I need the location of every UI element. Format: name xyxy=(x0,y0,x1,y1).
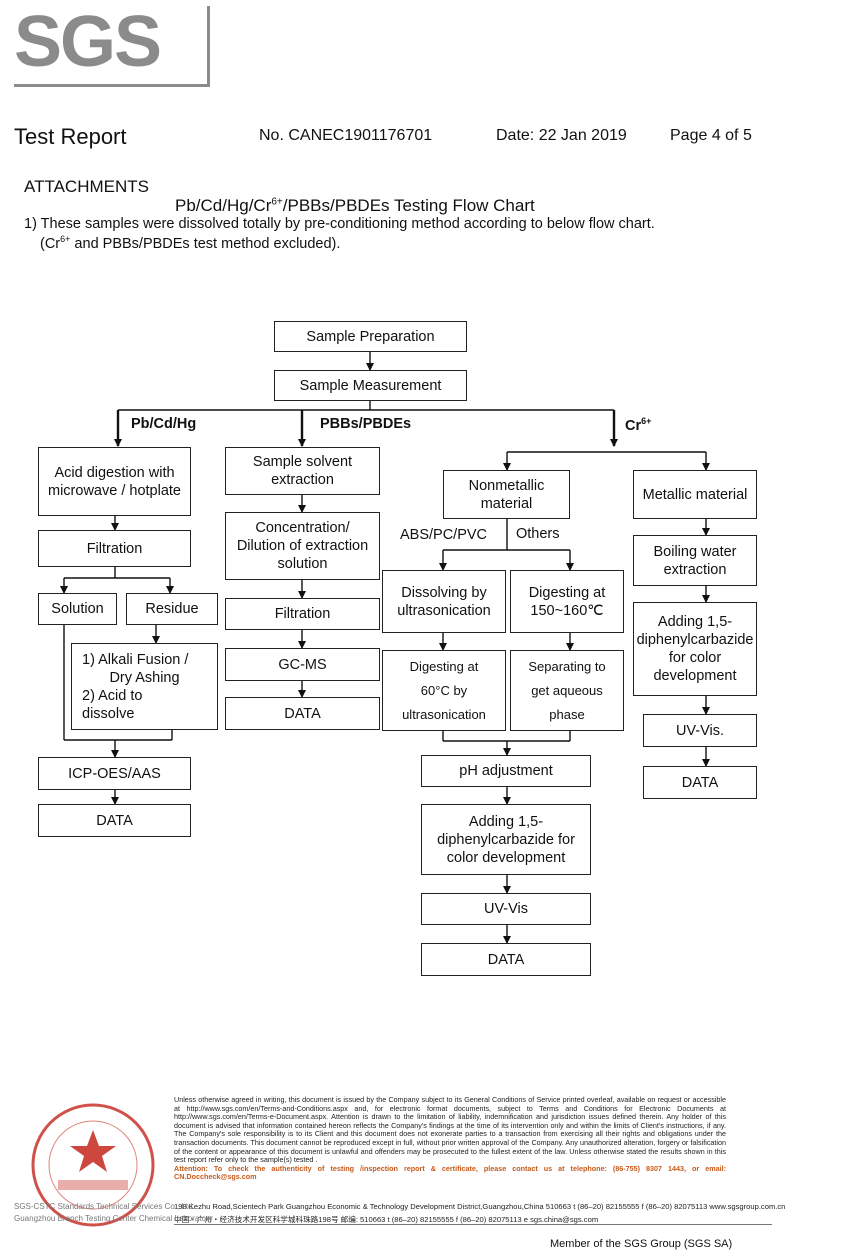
acid-digestion-box: Acid digestion with microwave / hotplate xyxy=(38,447,191,516)
note-line-1: 1) These samples were dissolved totally … xyxy=(24,216,655,232)
note-part: (Cr xyxy=(40,235,61,252)
report-number: No. CANEC1901176701 xyxy=(259,127,433,144)
solution-box: Solution xyxy=(38,593,117,625)
footer-disclaimer: Unless otherwise agreed in writing, this… xyxy=(174,1095,726,1182)
sample-measurement-box: Sample Measurement xyxy=(274,370,467,401)
concentration-box: Concentration/ Dilution of extraction so… xyxy=(225,512,380,580)
digesting-60-line: 60°C by xyxy=(420,682,468,698)
data-left-box: DATA xyxy=(38,804,191,837)
others-label: Others xyxy=(516,526,560,542)
data-right-box: DATA xyxy=(643,766,757,799)
logo-underline xyxy=(14,84,207,87)
alkali-line: 2) Acid to xyxy=(82,687,143,704)
solvent-extraction-box: Sample solvent extraction xyxy=(225,447,380,495)
logo-text: SGS xyxy=(14,2,162,82)
alkali-line: Dry Ashing xyxy=(109,669,180,686)
separating-line: Separating to xyxy=(528,658,606,674)
adding-right-box: Adding 1,5-diphenylcarbazide for color d… xyxy=(633,602,757,696)
dissolving-box: Dissolving by ultrasonication xyxy=(382,570,506,633)
note-line-2: (Cr6+ and PBBs/PBDEs test method exclude… xyxy=(40,234,340,252)
branch-label-cr: Cr6+ xyxy=(625,416,651,434)
flow-chart-title: Pb/Cd/Hg/Cr6+/PBBs/PBDEs Testing Flow Ch… xyxy=(175,196,535,216)
adding-center-box: Adding 1,5-diphenylcarbazide for color d… xyxy=(421,804,591,875)
address-english: 198 Kezhu Road,Scientech Park Guangzhou … xyxy=(174,1202,786,1211)
separating-line: phase xyxy=(549,706,585,722)
member-statement: Member of the SGS Group (SGS SA) xyxy=(550,1238,733,1250)
attention-text: Attention: To check the authenticity of … xyxy=(174,1163,726,1182)
data-mid-box: DATA xyxy=(225,697,380,730)
page-indicator: Page 4 of 5 xyxy=(670,127,752,144)
note-part: and PBBs/PBDEs test method excluded). xyxy=(70,235,341,252)
attachments-heading: ATTACHMENTS xyxy=(24,177,149,196)
disclaimer-text: Unless otherwise agreed in writing, this… xyxy=(174,1095,726,1165)
nonmetallic-box: Nonmetallic material xyxy=(443,470,570,519)
footer-divider xyxy=(174,1224,772,1225)
sgs-logo: SGS xyxy=(14,2,214,87)
report-date: Date: 22 Jan 2019 xyxy=(496,127,627,144)
title-sup: 6+ xyxy=(271,196,283,208)
cr-sup: 6+ xyxy=(641,416,652,426)
lab-name-line1: SGS-CSTC Standards Technical Services Co… xyxy=(14,1202,195,1211)
cr-text: Cr xyxy=(625,417,642,434)
alkali-line: dissolve xyxy=(82,705,135,722)
uv-vis-center-box: UV-Vis xyxy=(421,893,591,925)
company-seal xyxy=(31,1103,155,1227)
icp-oes-aas-box: ICP-OES/AAS xyxy=(38,757,191,790)
digesting-150-box: Digesting at 150~160℃ xyxy=(510,570,624,633)
abs-pc-pvc-label: ABS/PC/PVC xyxy=(400,527,488,543)
address-chinese: 中国・广州・经济技术开发区科学城科珠路198号 邮编: 510663 t (86… xyxy=(174,1215,599,1224)
title-part: Pb/Cd/Hg/Cr xyxy=(175,196,272,215)
boiling-water-box: Boiling water extraction xyxy=(633,535,757,586)
uv-vis-right-box: UV-Vis. xyxy=(643,714,757,747)
alkali-fusion-box: 1) Alkali Fusion / Dry Ashing 2) Acid to… xyxy=(71,643,218,730)
alkali-line: 1) Alkali Fusion / xyxy=(82,651,189,668)
title-part: /PBBs/PBDEs Testing Flow Chart xyxy=(282,196,535,215)
filtration-left-box: Filtration xyxy=(38,530,191,567)
residue-box: Residue xyxy=(126,593,218,625)
digesting-60-line: Digesting at xyxy=(409,658,479,674)
data-center-box: DATA xyxy=(421,943,591,976)
gc-ms-box: GC-MS xyxy=(225,648,380,681)
digesting-60-line: ultrasonication xyxy=(402,706,486,722)
ph-adjustment-box: pH adjustment xyxy=(421,755,591,787)
lab-name-line2: Guangzhou Branch Testing Center Chemical… xyxy=(14,1214,213,1223)
sample-preparation-box: Sample Preparation xyxy=(274,321,467,352)
report-title: Test Report xyxy=(14,124,127,149)
branch-label-pbcdhg: Pb/Cd/Hg xyxy=(131,416,197,432)
metallic-box: Metallic material xyxy=(633,470,757,519)
digesting-60-box: Digesting at 60°C by ultrasonication xyxy=(382,650,506,731)
filtration-mid-box: Filtration xyxy=(225,598,380,630)
logo-vertical-rule xyxy=(207,6,210,87)
separating-box: Separating to get aqueous phase xyxy=(510,650,624,731)
note-sup: 6+ xyxy=(60,234,71,244)
separating-line: get aqueous xyxy=(531,682,603,698)
branch-label-pbbs: PBBs/PBDEs xyxy=(320,416,412,432)
